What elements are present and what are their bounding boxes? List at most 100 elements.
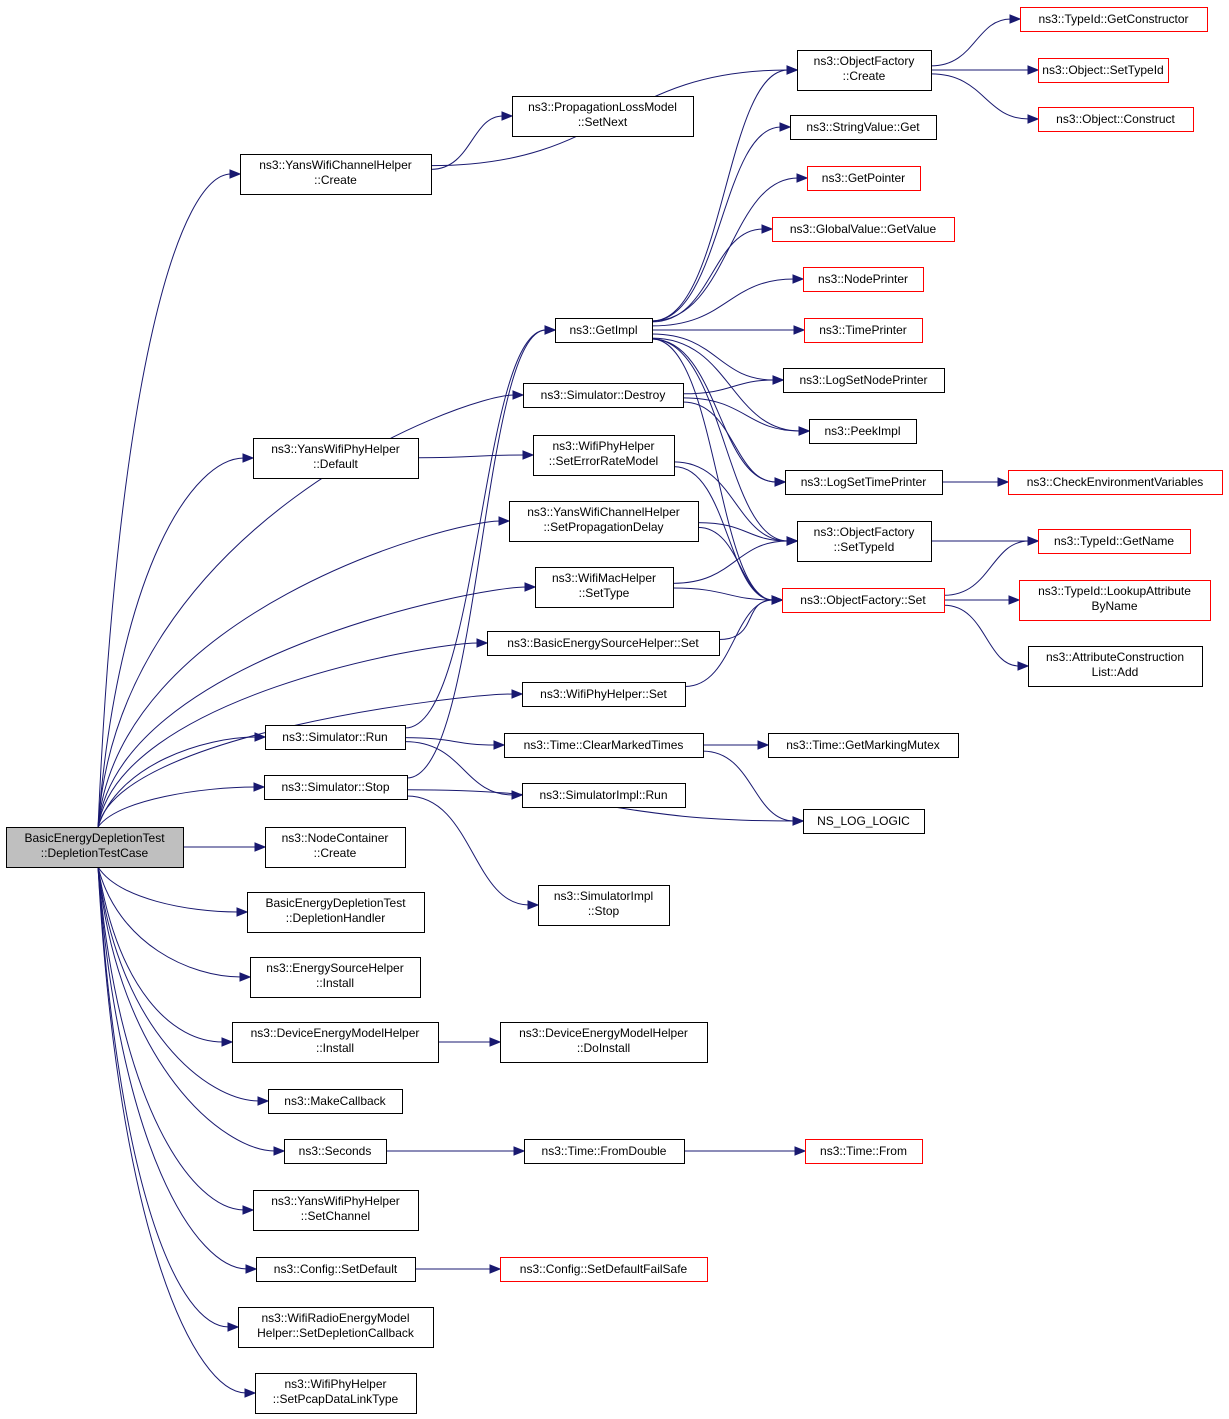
node-logsettimeprinter[interactable]: ns3::LogSetTimePrinter bbox=[785, 470, 943, 495]
node-box bbox=[509, 501, 699, 542]
node-label: ns3::YansWifiChannelHelper bbox=[527, 505, 680, 519]
call-edge bbox=[97, 866, 258, 1274]
node-typeid-getname[interactable]: ns3::TypeId::GetName bbox=[1038, 529, 1191, 554]
node-wifiphy-set[interactable]: ns3::WifiPhyHelper::Set bbox=[522, 682, 686, 707]
node-time-clearmarked[interactable]: ns3::Time::ClearMarkedTimes bbox=[504, 733, 704, 758]
node-time-fromdouble[interactable]: ns3::Time::FromDouble bbox=[524, 1139, 685, 1164]
call-edge bbox=[930, 536, 1040, 546]
node-seconds[interactable]: ns3::Seconds bbox=[284, 1139, 387, 1164]
node-label: ns3::Simulator::Run bbox=[282, 730, 387, 744]
edge-line bbox=[651, 278, 795, 327]
node-label: ::SetPcapDataLinkType bbox=[273, 1392, 399, 1406]
node-box bbox=[538, 885, 670, 926]
call-edge bbox=[702, 750, 805, 826]
node-makecallback[interactable]: ns3::MakeCallback bbox=[268, 1089, 403, 1114]
node-objfactory-set[interactable]: ns3::ObjectFactory::Set bbox=[782, 588, 945, 613]
node-label: ByName bbox=[1091, 599, 1137, 613]
edge-arrowhead bbox=[236, 907, 249, 917]
node-config-setdefault[interactable]: ns3::Config::SetDefault bbox=[256, 1257, 416, 1282]
node-label: ns3::Object::Construct bbox=[1056, 112, 1175, 126]
node-typeid-getconstructor[interactable]: ns3::TypeId::GetConstructor bbox=[1020, 7, 1208, 32]
node-stringvalue-get[interactable]: ns3::StringValue::Get bbox=[790, 115, 937, 140]
edge-arrowhead bbox=[501, 111, 514, 121]
call-edge bbox=[97, 782, 266, 828]
node-box bbox=[253, 1190, 419, 1231]
edge-line bbox=[97, 457, 245, 828]
node-objfactory-create[interactable]: ns3::ObjectFactory::Create bbox=[797, 50, 932, 91]
edge-arrowhead bbox=[544, 325, 557, 335]
call-edge bbox=[437, 1037, 502, 1047]
node-box bbox=[809, 419, 917, 444]
node-devenergy-doinstall[interactable]: ns3::DeviceEnergyModelHelper::DoInstall bbox=[500, 1022, 708, 1063]
node-simimpl-run[interactable]: ns3::SimulatorImpl::Run bbox=[522, 783, 686, 808]
node-object-settypeid[interactable]: ns3::Object::SetTypeId bbox=[1038, 58, 1169, 83]
edge-arrowhead bbox=[1008, 595, 1021, 605]
node-box bbox=[522, 682, 686, 707]
node-sim-stop[interactable]: ns3::Simulator::Stop bbox=[264, 775, 408, 800]
node-depletion-handler[interactable]: BasicEnergyDepletionTest::DepletionHandl… bbox=[247, 892, 425, 933]
node-objfactory-settypeid[interactable]: ns3::ObjectFactory::SetTypeId bbox=[797, 521, 932, 562]
call-edge bbox=[97, 689, 524, 828]
node-globalvalue-getvalue[interactable]: ns3::GlobalValue::GetValue bbox=[772, 217, 955, 242]
node-config-setdefaultfailsafe[interactable]: ns3::Config::SetDefaultFailSafe bbox=[500, 1257, 708, 1282]
node-object-construct[interactable]: ns3::Object::Construct bbox=[1038, 107, 1194, 132]
node-box bbox=[232, 1022, 439, 1063]
node-label: ns3::WifiMacHelper bbox=[552, 571, 656, 585]
node-yansphy-default[interactable]: ns3::YansWifiPhyHelper::Default bbox=[253, 438, 419, 479]
call-edge bbox=[684, 595, 784, 687]
edge-arrowhead bbox=[997, 477, 1010, 487]
node-yansphy-setchannel[interactable]: ns3::YansWifiPhyHelper::SetChannel bbox=[253, 1190, 419, 1231]
node-sim-destroy[interactable]: ns3::Simulator::Destroy bbox=[523, 383, 684, 408]
node-wifimac-settype[interactable]: ns3::WifiMacHelper::SetType bbox=[535, 567, 674, 608]
edge-line bbox=[651, 337, 801, 432]
node-box bbox=[522, 783, 686, 808]
call-edge bbox=[682, 375, 785, 395]
node-logsetnodeprinter[interactable]: ns3::LogSetNodePrinter bbox=[783, 368, 945, 393]
node-root[interactable]: BasicEnergyDepletionTest::DepletionTestC… bbox=[6, 827, 184, 868]
edge-arrowhead bbox=[245, 1264, 258, 1274]
edge-arrowhead bbox=[239, 972, 252, 982]
node-box bbox=[264, 775, 408, 800]
node-simimpl-stop[interactable]: ns3::SimulatorImpl::Stop bbox=[538, 885, 670, 926]
node-wifiphy-seterrorratemodel[interactable]: ns3::WifiPhyHelper::SetErrorRateModel bbox=[533, 435, 675, 476]
edge-line bbox=[406, 329, 547, 779]
node-energysource-install[interactable]: ns3::EnergySourceHelper::Install bbox=[250, 957, 421, 998]
node-box bbox=[807, 166, 921, 191]
node-getpointer[interactable]: ns3::GetPointer bbox=[807, 166, 921, 191]
edge-line bbox=[97, 586, 527, 828]
node-timeprinter[interactable]: ns3::TimePrinter bbox=[804, 318, 923, 343]
node-label: ns3::PropagationLossModel bbox=[528, 100, 677, 114]
node-getimpl[interactable]: ns3::GetImpl bbox=[555, 318, 653, 343]
node-nodecontainer-create[interactable]: ns3::NodeContainer::Create bbox=[265, 827, 406, 868]
node-wifiradio-setdepletioncb[interactable]: ns3::WifiRadioEnergyModelHelper::SetDepl… bbox=[238, 1307, 434, 1348]
call-edge bbox=[97, 866, 234, 1047]
node-sim-run[interactable]: ns3::Simulator::Run bbox=[265, 725, 406, 750]
node-label: ::Create bbox=[314, 846, 357, 860]
edge-line bbox=[651, 69, 789, 322]
node-ns-log-logic[interactable]: NS_LOG_LOGIC bbox=[803, 809, 925, 834]
node-time-from[interactable]: ns3::Time::From bbox=[805, 1139, 923, 1164]
node-time-getmarkingmutex[interactable]: ns3::Time::GetMarkingMutex bbox=[768, 733, 959, 758]
node-label: Helper::SetDepletionCallback bbox=[257, 1326, 415, 1340]
edge-line bbox=[97, 866, 224, 1043]
node-nodeprinter[interactable]: ns3::NodePrinter bbox=[803, 267, 924, 292]
node-devenergy-install[interactable]: ns3::DeviceEnergyModelHelper::Install bbox=[232, 1022, 439, 1063]
node-label: ns3::WifiPhyHelper bbox=[552, 439, 654, 453]
call-edge bbox=[930, 14, 1022, 67]
node-label: ::DepletionTestCase bbox=[41, 846, 149, 860]
edge-arrowhead bbox=[786, 536, 799, 546]
node-wifiphy-setpcap[interactable]: ns3::WifiPhyHelper::SetPcapDataLinkType bbox=[255, 1373, 417, 1414]
node-yanschan-setpropdelay[interactable]: ns3::YansWifiChannelHelper::SetPropagati… bbox=[509, 501, 699, 542]
node-proploss-setnext[interactable]: ns3::PropagationLossModel::SetNext bbox=[512, 96, 694, 137]
node-box bbox=[772, 217, 955, 242]
node-basicenergy-set[interactable]: ns3::BasicEnergySourceHelper::Set bbox=[487, 631, 720, 656]
call-edge bbox=[97, 866, 255, 1215]
edge-arrowhead bbox=[476, 638, 489, 648]
node-peekimpl[interactable]: ns3::PeekImpl bbox=[809, 419, 917, 444]
call-edge bbox=[652, 325, 806, 335]
node-yanschan-create[interactable]: ns3::YansWifiChannelHelper::Create bbox=[240, 154, 432, 195]
node-checkenv[interactable]: ns3::CheckEnvironmentVariables bbox=[1008, 470, 1223, 495]
